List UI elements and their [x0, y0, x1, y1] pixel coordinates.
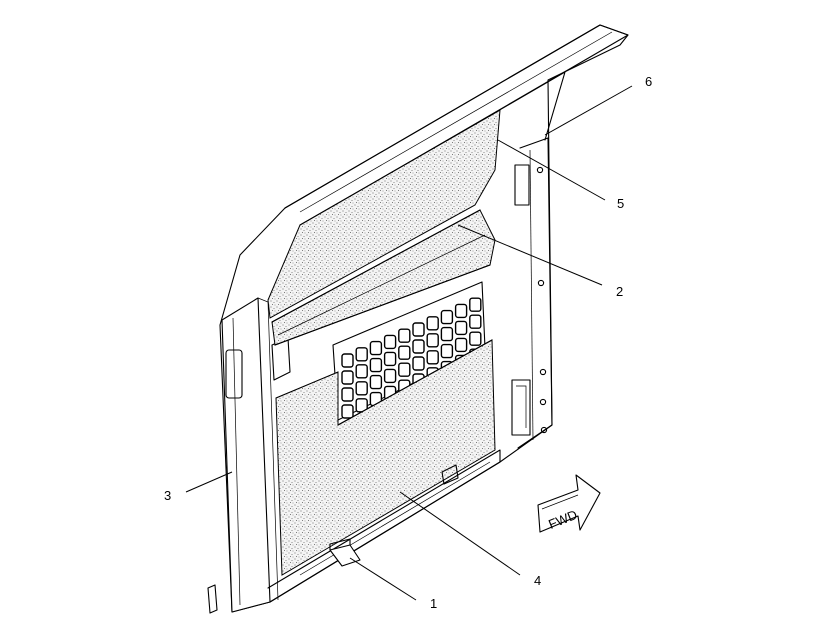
- grille-cell: [355, 364, 368, 379]
- forward-arrow-icon: FWD: [537, 474, 601, 533]
- grille-cell: [369, 374, 383, 390]
- grille-cell: [341, 370, 354, 385]
- grille-cell: [426, 350, 439, 365]
- grille-cell: [454, 303, 468, 319]
- callout-2: 2: [616, 284, 623, 299]
- callout-5: 5: [617, 196, 624, 211]
- grille-cell: [469, 314, 482, 329]
- leader-lines: [185, 85, 633, 601]
- grille-cell: [383, 368, 397, 384]
- grille-cell: [454, 337, 468, 353]
- grille-cell: [383, 351, 397, 367]
- middle-trim-strip: [271, 209, 496, 346]
- grille-cell: [412, 356, 425, 371]
- bottom-tab: [441, 464, 459, 485]
- grille-cell: [440, 343, 454, 359]
- upper-insulation-panel: [267, 109, 501, 319]
- grille-cell: [341, 404, 354, 419]
- grille-cell: [355, 347, 368, 362]
- callout-6: 6: [645, 74, 652, 89]
- grille-cell: [440, 326, 454, 342]
- grille-cell: [341, 353, 354, 368]
- callout-3: 3: [164, 488, 171, 503]
- grille-cell: [469, 297, 482, 312]
- grille-cell: [426, 333, 439, 348]
- grille-cell: [454, 320, 468, 336]
- grille-cell: [398, 345, 411, 360]
- retainer-clip: [329, 538, 361, 567]
- grille-cell: [369, 357, 383, 373]
- grille-cell: [369, 340, 383, 356]
- grille-cell: [412, 339, 425, 354]
- grille-cell: [383, 334, 397, 350]
- grille-cell: [426, 316, 439, 331]
- grille-cell: [398, 362, 411, 377]
- grille-cell: [341, 387, 354, 402]
- grille-cell: [412, 322, 425, 337]
- grille-cell: [355, 381, 368, 396]
- callout-4: 4: [534, 573, 541, 588]
- grille-cell: [398, 328, 411, 343]
- grille-cell: [469, 331, 482, 346]
- callout-1: 1: [430, 596, 437, 611]
- grille-cell: [440, 309, 454, 325]
- lower-insulation-panel: [275, 339, 496, 576]
